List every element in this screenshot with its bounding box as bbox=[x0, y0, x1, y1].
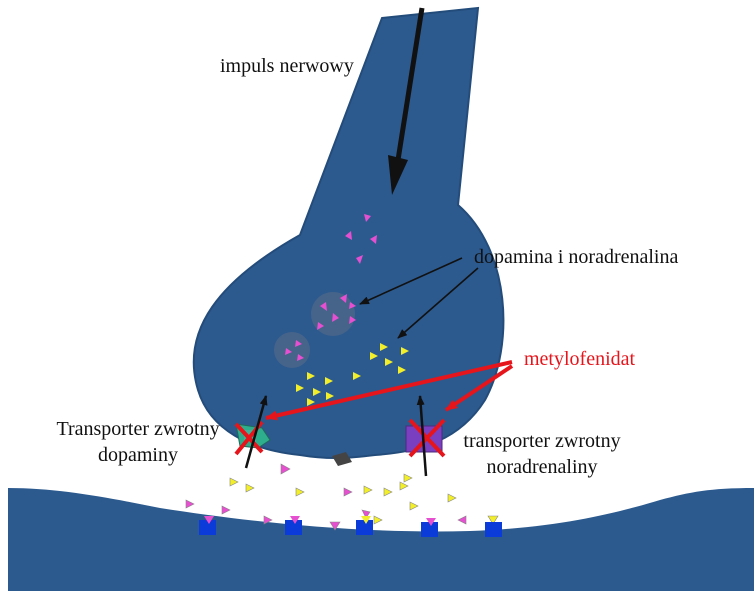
label-dat-line1: Transporter zwrotny bbox=[42, 416, 234, 442]
receptor bbox=[285, 520, 302, 535]
receptor bbox=[199, 520, 216, 535]
label-impulse: impuls nerwowy bbox=[220, 53, 354, 79]
postsynaptic-neuron bbox=[8, 488, 754, 591]
vesicle-cluster-pink-2 bbox=[274, 332, 310, 368]
label-dat-line2: dopaminy bbox=[42, 442, 234, 468]
label-neurotransmitters: dopamina i noradrenalina bbox=[474, 244, 678, 270]
label-noradrenaline-transporter: transporter zwrotny noradrenaliny bbox=[454, 428, 630, 480]
label-dopamine-transporter: Transporter zwrotny dopaminy bbox=[42, 416, 234, 468]
label-net-line1: transporter zwrotny bbox=[454, 428, 630, 454]
label-drug: metylofenidat bbox=[524, 346, 635, 372]
label-net-line2: noradrenaliny bbox=[454, 454, 630, 480]
receptor bbox=[485, 522, 502, 537]
receptor bbox=[421, 522, 438, 537]
receptor bbox=[356, 520, 373, 535]
